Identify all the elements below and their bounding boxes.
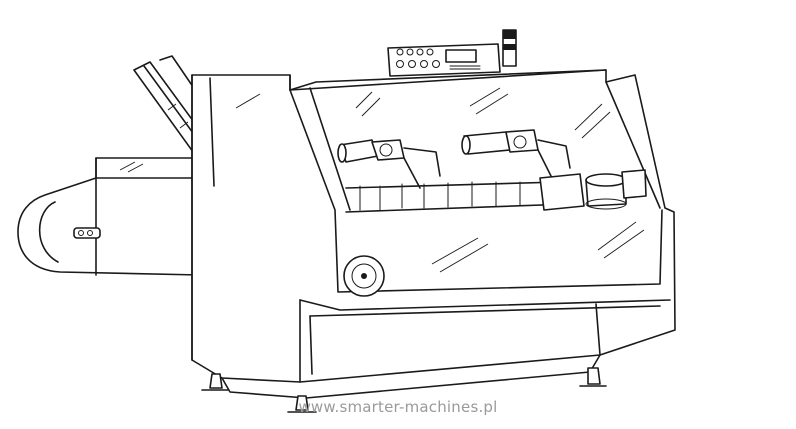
- leveling-feet: [201, 367, 607, 413]
- main-machine-frame: [191, 69, 676, 399]
- signal-tower-light: [502, 29, 517, 67]
- safety-guard-glass: [235, 87, 645, 273]
- panel-display: [445, 49, 477, 63]
- infeed-conveyor-housing: [17, 157, 201, 276]
- folding-mechanism: [337, 129, 647, 297]
- watermark-text: www.smarter-machines.pl: [298, 398, 498, 416]
- control-panel: [387, 43, 501, 77]
